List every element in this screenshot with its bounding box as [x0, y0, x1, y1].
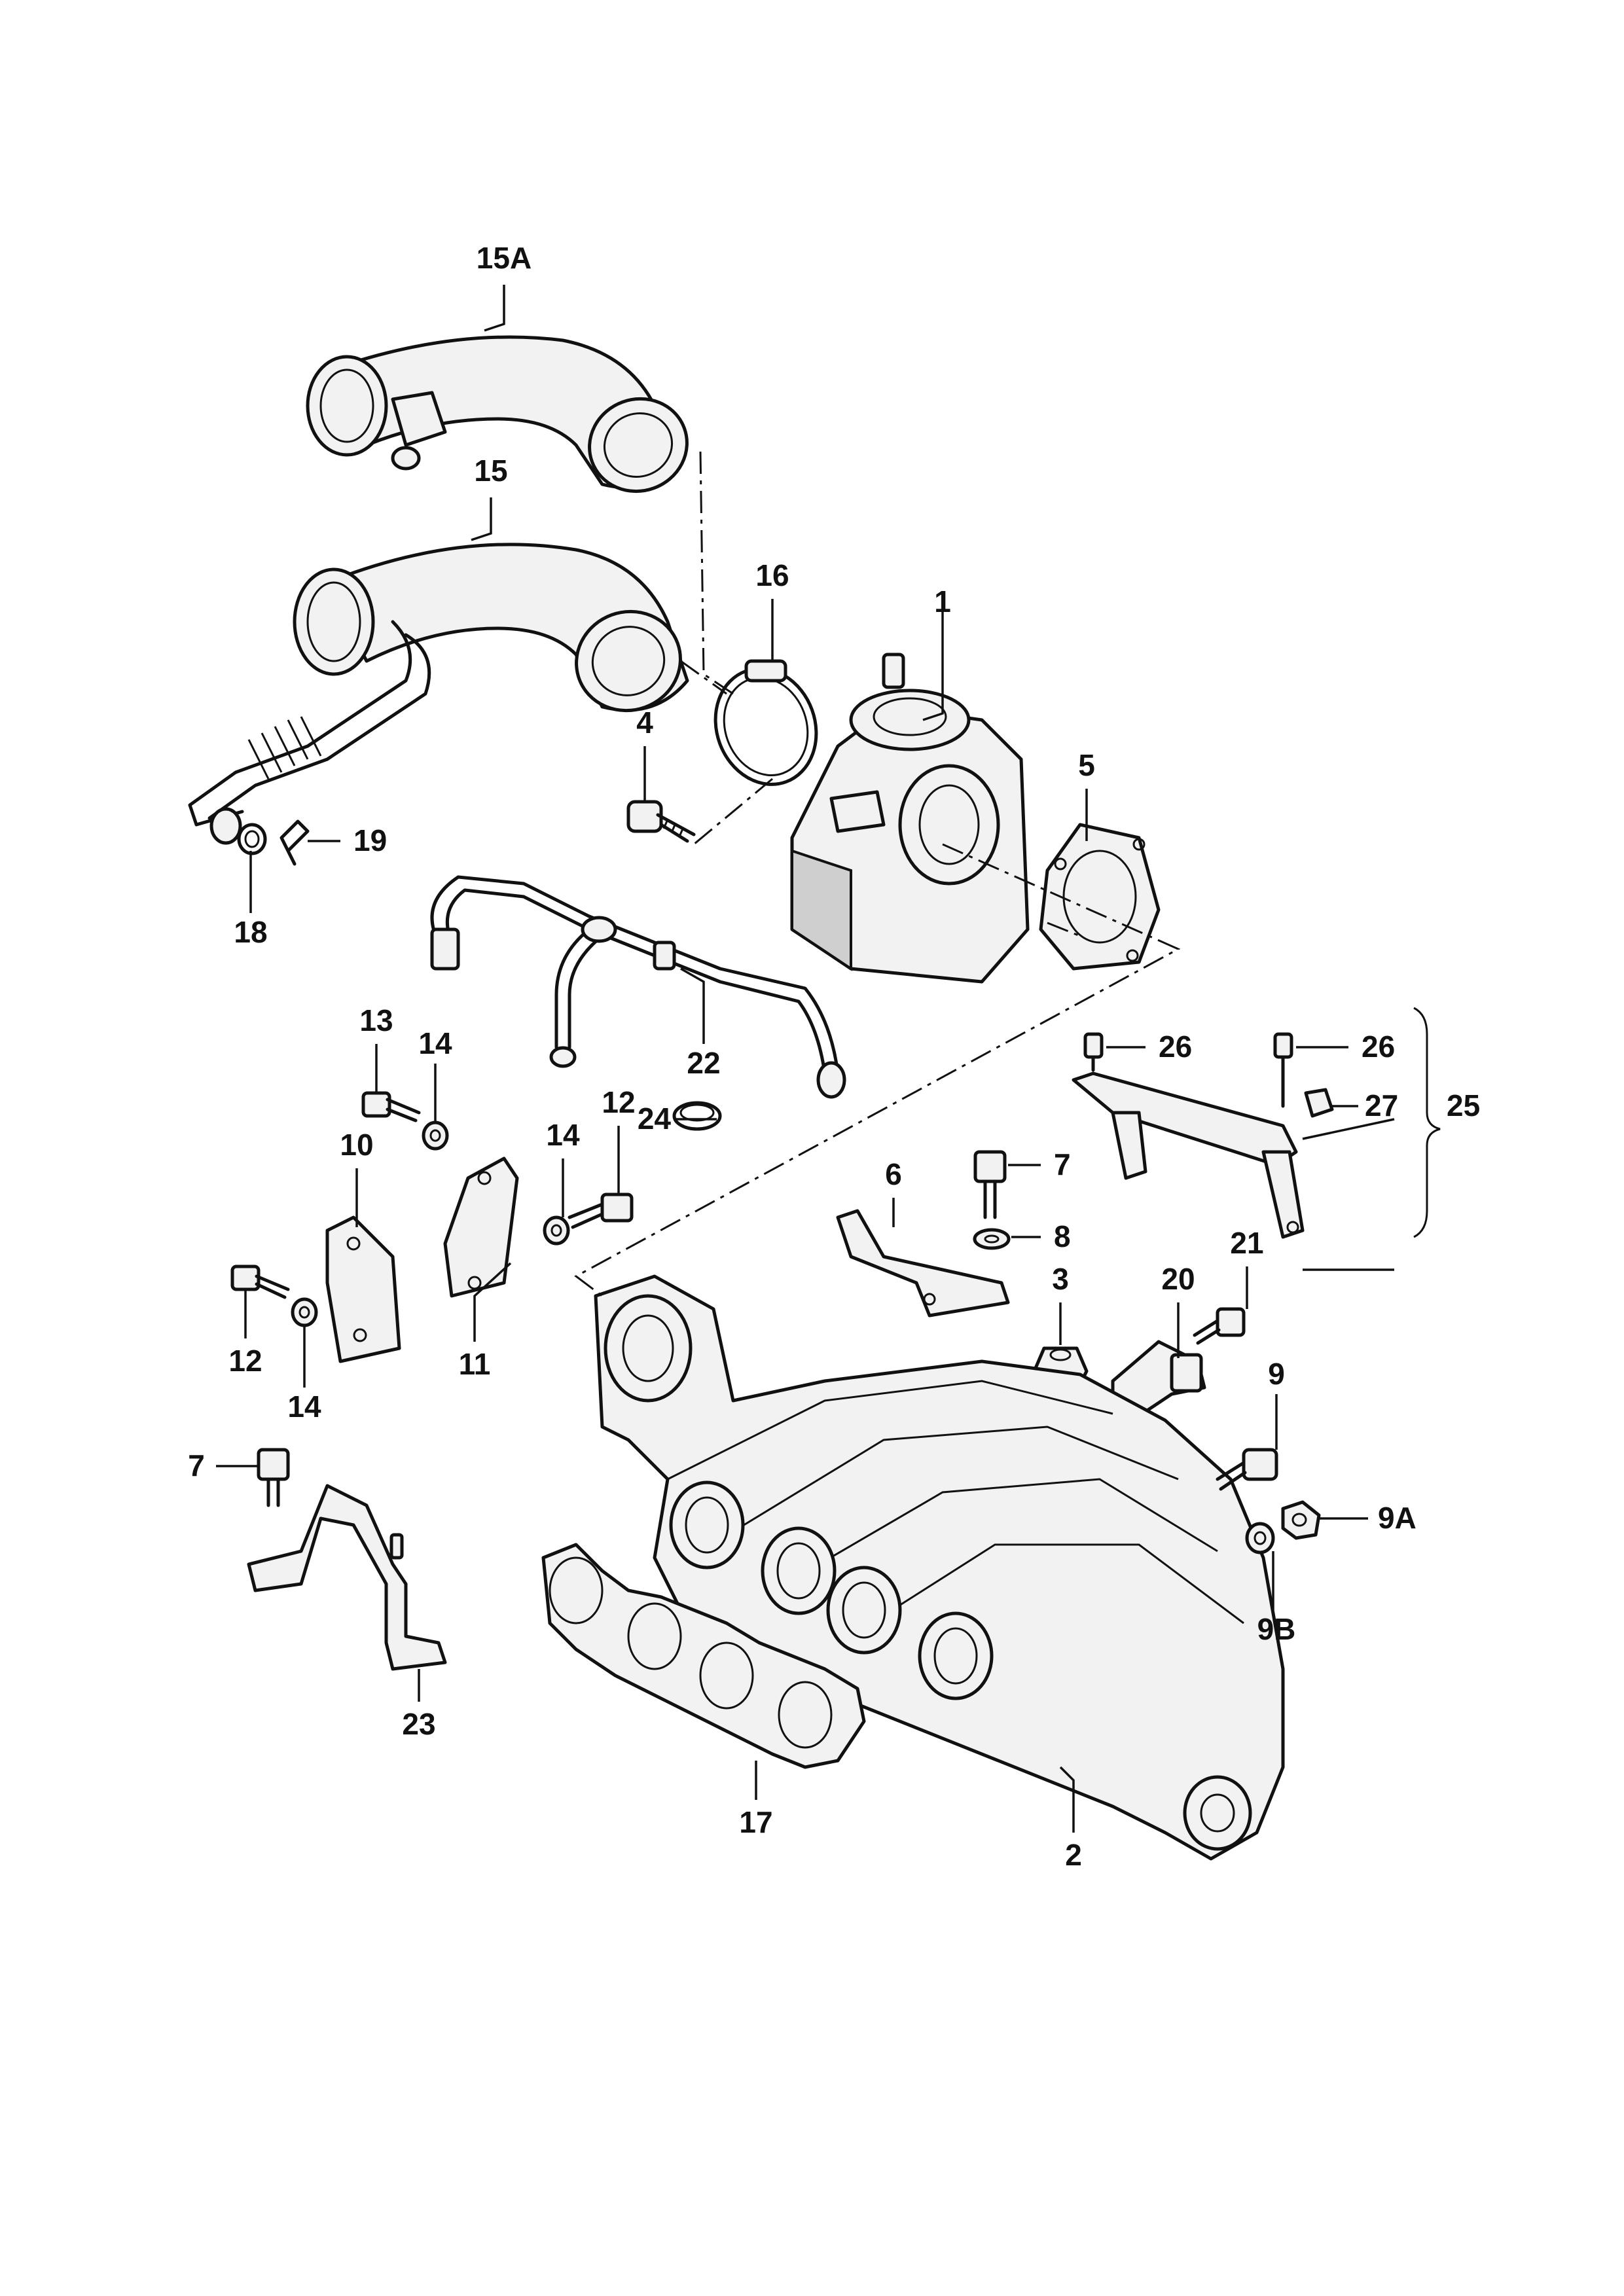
bracket-6: [836, 1209, 1010, 1318]
callout-14-bottom: 14: [287, 1390, 321, 1424]
callout-15: 15: [474, 454, 507, 488]
callout-26-right: 26: [1362, 1030, 1395, 1064]
callout-11: 11: [459, 1347, 491, 1381]
callout-16: 16: [755, 558, 789, 592]
bracket-11: [443, 1157, 519, 1298]
callout-7-top: 7: [1054, 1147, 1071, 1181]
leader-lines: [216, 285, 1441, 1833]
callout-14-middle: 14: [546, 1118, 580, 1152]
hose-clamp-16: [713, 659, 818, 786]
callout-27: 27: [1365, 1088, 1398, 1122]
callout-18: 18: [234, 915, 267, 949]
callout-15a: 15A: [477, 241, 532, 275]
washer-14-upper: [422, 1121, 449, 1151]
washer-14-left: [291, 1297, 318, 1327]
nut-9a: [1281, 1500, 1321, 1540]
intake-manifold-2: [594, 1274, 1285, 1861]
manifold-gasket-17: [541, 1543, 866, 1769]
callout-19: 19: [353, 823, 387, 857]
assembly-lines: [574, 451, 1181, 1297]
callout-10: 10: [340, 1128, 373, 1162]
callout-22: 22: [687, 1046, 720, 1080]
callout-21: 21: [1230, 1226, 1263, 1260]
callout-12-top: 12: [602, 1085, 635, 1119]
callout-14-top: 14: [418, 1026, 452, 1060]
callout-9: 9: [1268, 1357, 1285, 1391]
callout-23: 23: [402, 1707, 435, 1741]
callout-labels: 15A 15 16 1 4 5 19 18 13 14 22 26 26 27 …: [188, 241, 1480, 1872]
throttle-body-1: [790, 653, 1030, 984]
bracket-10: [325, 1215, 401, 1363]
screw-4: [626, 800, 696, 843]
o-ring-18: [237, 823, 267, 855]
washer-14-right: [543, 1215, 570, 1246]
clip-nut-27: [1304, 1088, 1334, 1118]
stud-26-right: [1273, 1032, 1293, 1108]
callout-1: 1: [934, 584, 951, 619]
bolt-12-left: [230, 1265, 290, 1299]
washer-9b: [1245, 1522, 1275, 1554]
callout-6: 6: [885, 1157, 902, 1191]
washer-8: [973, 1228, 1011, 1250]
callout-26-left: 26: [1159, 1030, 1192, 1064]
air-intake-hose-15: [188, 543, 689, 845]
bracket-23: [247, 1484, 447, 1671]
retaining-clip-19: [280, 819, 310, 866]
screw-21: [1193, 1307, 1246, 1345]
callout-9a: 9A: [1378, 1501, 1416, 1535]
bolt-7-upper: [973, 1150, 1007, 1219]
vacuum-hose-22: [430, 875, 846, 1099]
bolt-12-right: [568, 1193, 634, 1229]
callout-12-bottom: 12: [228, 1344, 262, 1378]
callout-25: 25: [1447, 1088, 1480, 1122]
small-clamp-24: [672, 1101, 722, 1131]
callout-9b: 9B: [1257, 1612, 1296, 1646]
callout-2: 2: [1065, 1838, 1082, 1872]
callout-17: 17: [739, 1805, 772, 1839]
bolt-7-lower: [257, 1448, 290, 1507]
callout-3: 3: [1052, 1262, 1069, 1296]
callout-8: 8: [1054, 1219, 1071, 1253]
gasket-5: [1039, 823, 1161, 971]
callout-7-bottom: 7: [188, 1448, 205, 1482]
callout-13: 13: [359, 1003, 393, 1037]
air-intake-hose-15a: [306, 335, 689, 493]
callout-24: 24: [638, 1102, 672, 1136]
bolt-9: [1216, 1448, 1278, 1491]
bracket-assembly-25: [1072, 1071, 1305, 1239]
stud-26-left: [1083, 1032, 1104, 1072]
callout-4: 4: [636, 706, 653, 740]
bolt-13: [361, 1091, 421, 1122]
callout-5: 5: [1078, 748, 1095, 782]
callout-20: 20: [1161, 1262, 1195, 1296]
